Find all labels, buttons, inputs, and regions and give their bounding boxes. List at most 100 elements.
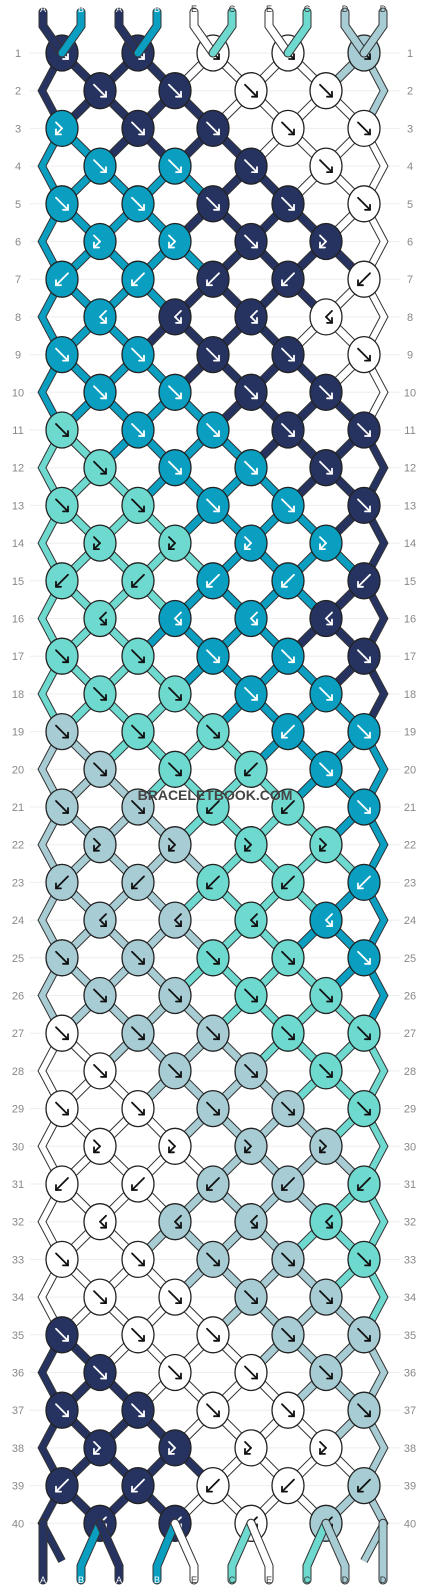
strand-label-bottom: B	[78, 1575, 84, 1585]
knot	[45, 939, 79, 977]
knot-arrow-icon	[281, 1403, 295, 1418]
knot	[196, 1316, 230, 1354]
knot	[196, 1014, 230, 1052]
knot-arrow-icon	[93, 1139, 101, 1148]
knot-arrow-icon	[174, 611, 182, 620]
knot-arrow-icon	[357, 649, 371, 664]
knot	[45, 185, 79, 223]
knot-arrow-icon	[131, 1327, 145, 1342]
strand-stub-top	[58, 8, 85, 57]
knot	[271, 1391, 305, 1429]
knot	[347, 486, 381, 525]
row-number-right: 24	[404, 915, 416, 927]
knot-arrow-icon	[55, 127, 63, 136]
knot	[271, 185, 305, 223]
knot-arrow-icon	[131, 272, 145, 287]
row-number-right: 2	[407, 86, 413, 98]
knot-arrow-icon	[319, 83, 333, 98]
knot-arrow-icon	[206, 1403, 220, 1418]
strand-stub-top	[360, 8, 387, 57]
knot-arrow-icon	[250, 919, 258, 927]
knot-arrow-icon	[319, 1441, 327, 1449]
knot-arrow-icon	[174, 315, 182, 324]
knot	[309, 750, 343, 788]
knot-arrow-icon	[93, 843, 101, 852]
knot-arrow-icon	[93, 542, 101, 550]
row-number-left: 8	[15, 312, 21, 324]
knot	[83, 826, 117, 864]
row-number-right: 18	[404, 689, 416, 701]
strand-stub-top	[115, 8, 142, 57]
knot	[83, 373, 117, 411]
knot-arrow-icon	[357, 1252, 371, 1267]
knot	[271, 637, 305, 675]
strand-stub-top	[265, 8, 292, 57]
knot-arrow-icon	[357, 347, 371, 362]
knot-arrow-icon	[168, 843, 176, 852]
knot-arrow-icon	[174, 1220, 182, 1229]
knot	[121, 939, 155, 977]
row-number-right: 32	[404, 1217, 416, 1229]
knot-arrow-icon	[93, 1365, 107, 1380]
row-number-left: 2	[15, 86, 21, 98]
knot	[234, 750, 268, 788]
strand-stub-top	[190, 8, 217, 57]
knot-arrow-icon	[319, 1139, 327, 1148]
row-number-left: 32	[12, 1217, 24, 1229]
knot	[234, 1278, 268, 1316]
knot-arrow-icon	[55, 1101, 69, 1116]
knot-arrow-icon	[168, 1290, 182, 1304]
strand-stub-top	[341, 8, 368, 57]
knot-arrow-icon	[250, 617, 258, 626]
knot-arrow-icon	[206, 196, 220, 211]
knot-grid	[45, 34, 381, 1542]
knot-arrow-icon	[281, 573, 295, 588]
knot	[347, 863, 381, 902]
knot-arrow-icon	[281, 498, 295, 513]
knot-arrow-icon	[55, 724, 69, 739]
knot	[158, 373, 192, 411]
knot-arrow-icon	[244, 1441, 252, 1449]
knot	[309, 599, 343, 638]
knot-arrow-icon	[93, 536, 101, 544]
knot-arrow-icon	[325, 919, 333, 927]
knot	[271, 1466, 305, 1505]
knot	[121, 1165, 155, 1203]
knot-arrow-icon	[55, 1252, 69, 1267]
row-number-left: 23	[12, 877, 24, 889]
knot	[234, 1353, 268, 1392]
row-number-right: 1	[407, 48, 413, 60]
row-number-right: 14	[404, 538, 416, 550]
knot	[158, 599, 192, 638]
knot-arrow-icon	[281, 423, 295, 437]
knot	[271, 1240, 305, 1279]
row-number-right: 23	[404, 877, 416, 889]
knot	[271, 1089, 305, 1128]
knot-arrow-icon	[93, 83, 107, 98]
row-number-right: 28	[404, 1066, 416, 1078]
knot	[158, 449, 192, 487]
row-number-left: 1	[15, 48, 21, 60]
row-number-right: 33	[404, 1254, 416, 1266]
row-number-right: 38	[404, 1443, 416, 1455]
knot-arrow-icon	[206, 1101, 220, 1116]
knot-arrow-icon	[168, 234, 176, 243]
knot-arrow-icon	[174, 617, 182, 626]
row-number-right: 22	[404, 840, 416, 852]
knot-arrow-icon	[55, 1403, 69, 1418]
knot-arrow-icon	[244, 234, 258, 249]
knot-arrow-icon	[281, 1101, 295, 1116]
knot-arrow-icon	[357, 1177, 371, 1191]
knot-arrow-icon	[244, 159, 258, 174]
knot-arrow-icon	[319, 1447, 327, 1455]
row-number-left: 40	[12, 1518, 24, 1530]
row-number-left: 6	[15, 237, 21, 249]
strand-label-top: D	[380, 4, 387, 14]
knot	[309, 826, 343, 864]
row-number-right: 27	[404, 1028, 416, 1040]
strand-stub-bottom	[153, 1519, 179, 1584]
knot	[83, 1278, 117, 1316]
row-number-right: 31	[404, 1179, 416, 1191]
knot	[309, 675, 343, 713]
knot-arrow-icon	[281, 1026, 295, 1041]
